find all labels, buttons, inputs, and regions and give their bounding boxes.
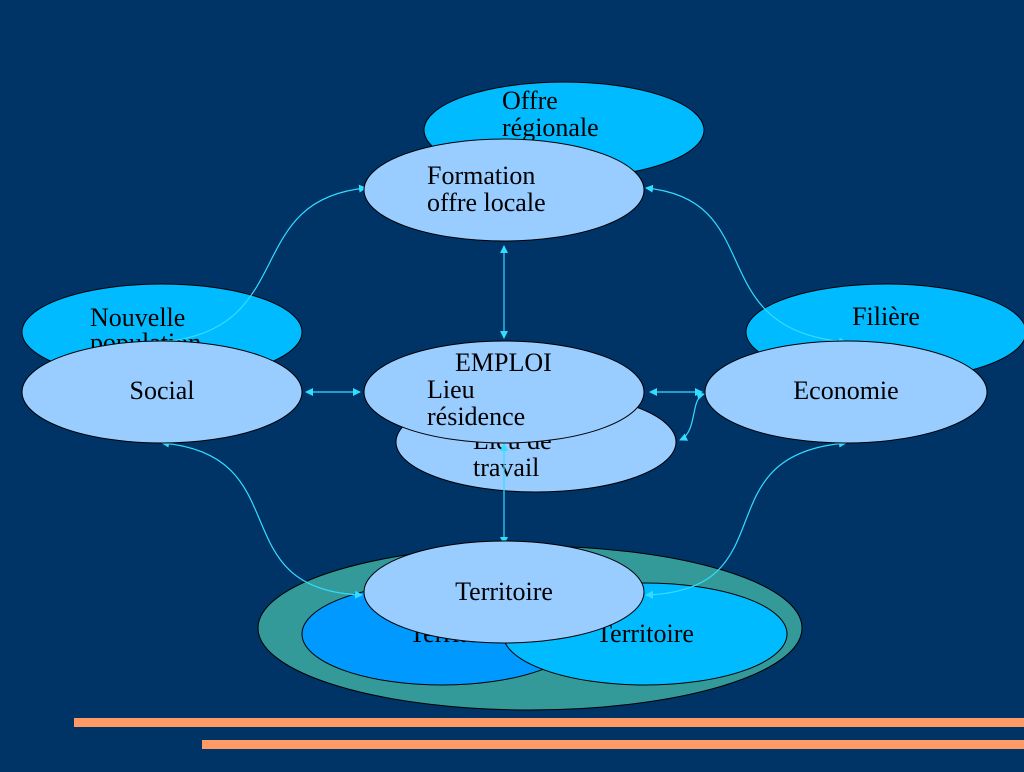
formation-line2: offre locale [427,188,546,217]
social-ellipse [21,340,303,444]
territoire-front-ellipse [363,540,645,644]
social-label: Social [130,376,195,405]
economie-label: Economie [793,376,898,405]
connectors [161,184,847,599]
decor-stripe-bottom [202,740,1024,749]
connector-formation-filiere [645,184,847,346]
lieu-travail-line2: travail [473,453,539,482]
connector-travail-economie [679,392,705,441]
offre-regionale-line1: Offre [502,86,558,115]
territoire-front-label: Territoire [455,577,553,606]
economie-ellipse [704,340,988,444]
decor-stripe-top [74,718,1024,727]
formation-line1: Formation [427,161,535,190]
connector-territoire-economie [645,439,847,599]
emploi-line2: Lieu [427,375,475,404]
emploi-ellipse [363,340,645,444]
formation-ellipse [363,138,645,242]
nouvelle-population-line1: Nouvelle [90,303,185,332]
offre-regionale-line2: régionale [502,113,599,142]
connector-social-territoire [161,439,363,599]
emploi-line3: résidence [427,402,525,431]
emploi-line1: EMPLOI [455,348,552,377]
connector-population-formation [161,184,367,343]
filiere-label: Filière [852,302,920,331]
